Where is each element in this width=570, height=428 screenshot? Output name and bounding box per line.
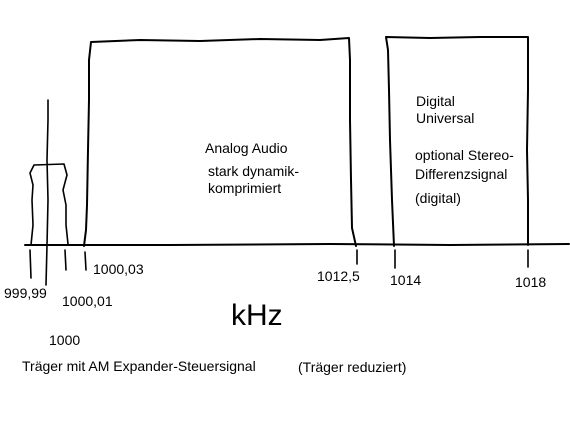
tick-label-100003: 1000,03 [93,261,144,277]
analog-label-line1: Analog Audio [205,140,288,156]
digital-block [385,36,529,247]
pilot-signal-box [29,163,69,246]
carrier-note: (Träger reduziert) [298,359,406,375]
tick-label-1000: 1000 [49,332,80,348]
analog-audio-block [83,37,357,247]
digital-label-line5: (digital) [415,190,461,206]
digital-label-line2: Universal [416,110,474,126]
tick-label-1014: 1014 [390,272,421,288]
analog-label-line2: stark dynamik- [208,163,299,179]
tick-label-99999: 999,99 [4,285,47,301]
digital-label-line3: optional Stereo- [415,147,514,163]
tick-100003 [84,251,87,271]
analog-label-line3: komprimiert [208,180,281,196]
digital-label-line1: Digital [416,93,455,109]
tick-100001 [64,249,67,271]
unit-label: kHz [231,299,283,332]
tick-label-1018: 1018 [515,274,546,290]
digital-label-line4: Differenzsignal [415,166,507,182]
carrier-caption: Träger mit AM Expander-Steuersignal [22,358,256,374]
tick-label-10125: 1012,5 [317,268,360,284]
frequency-axis [24,243,570,246]
carrier-line [45,99,49,286]
tick-99999 [29,249,32,279]
tick-label-100001: 1000,01 [62,293,113,309]
